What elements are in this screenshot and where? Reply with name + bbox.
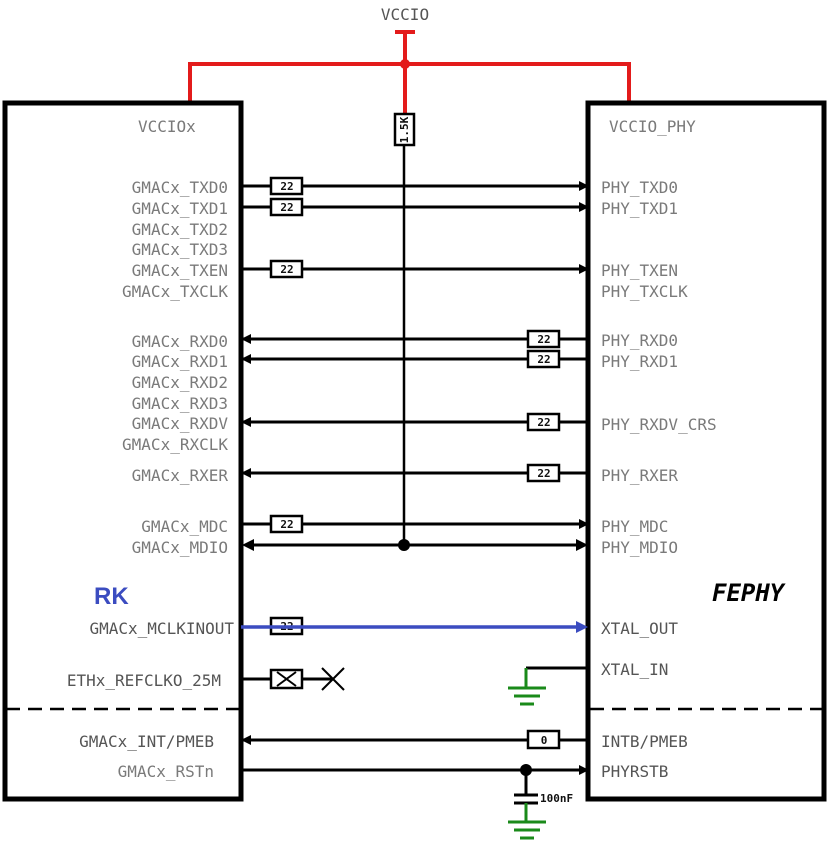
mdio-arrow-right	[576, 539, 588, 551]
phy-pin-txen: PHY_TXEN	[601, 261, 678, 280]
phy-pin-rxer: PHY_RXER	[601, 466, 678, 485]
xtal-in-ground	[508, 666, 588, 706]
rxd0-resistor: 22	[526, 329, 561, 349]
tx-signals: 22 22 22	[241, 176, 589, 279]
rk-pin-rxd3: GMACx_RXD3	[132, 394, 228, 413]
rk-pin-mdio: GMACx_MDIO	[132, 538, 228, 557]
rk-pin-rxer: GMACx_RXER	[132, 466, 229, 485]
mdio-arrow-left	[242, 539, 254, 551]
capacitor-value: 100nF	[540, 792, 573, 805]
phy-chip-box	[585, 100, 827, 802]
txen-resistor: 22	[269, 259, 304, 279]
svg-text:22: 22	[280, 263, 293, 276]
rk-pin-rxd0: GMACx_RXD0	[132, 332, 228, 351]
mdc-resistor: 22	[269, 514, 304, 534]
txd0-resistor: 22	[269, 176, 304, 196]
phy-pin-phyrstb: PHYRSTB	[601, 762, 668, 781]
svg-text:22: 22	[537, 353, 550, 366]
phy-pin-rxdv-crs: PHY_RXDV_CRS	[601, 415, 717, 434]
mclk-arrow	[576, 621, 588, 633]
phy-pin-mdc: PHY_MDC	[601, 517, 668, 536]
mdio-signals: 22	[241, 514, 589, 551]
phy-pin-txd0: PHY_TXD0	[601, 178, 678, 197]
svg-text:22: 22	[537, 333, 550, 346]
vccio-power-net: VCCIO	[188, 5, 631, 113]
reset-signal: 100nF	[241, 764, 589, 840]
refclko-noconnect	[241, 667, 345, 691]
phy-pin-xtal-in: XTAL_IN	[601, 660, 668, 679]
rk-pin-txd0: GMACx_TXD0	[132, 178, 228, 197]
int-signal: 0	[241, 729, 588, 750]
svg-text:22: 22	[280, 180, 293, 193]
rk-pin-txclk: GMACx_TXCLK	[122, 282, 228, 301]
rxdv-resistor: 22	[526, 412, 561, 432]
vccio-label: VCCIO	[381, 5, 429, 24]
phy-pin-xtal-out: XTAL_OUT	[601, 619, 678, 638]
rk-chip-name: RK	[94, 583, 129, 610]
txd1-resistor: 22	[269, 197, 304, 217]
pullup-value: 1.5K	[398, 116, 411, 143]
int-resistor: 0	[526, 729, 561, 750]
svg-text:22: 22	[537, 416, 550, 429]
phy-pin-mdio: PHY_MDIO	[601, 538, 678, 557]
rk-pin-mdc: GMACx_MDC	[141, 517, 228, 536]
reset-capacitor: 100nF	[514, 792, 573, 805]
rk-pin-txd1: GMACx_TXD1	[132, 199, 228, 218]
rk-pin-rstn: GMACx_RSTn	[118, 762, 214, 781]
rk-vcc-label: VCCIOx	[138, 117, 196, 136]
rk-pin-txen: GMACx_TXEN	[132, 261, 228, 280]
rx-signals: 22 22 22 22	[241, 329, 588, 483]
rk-chip-box	[2, 100, 244, 802]
reset-ground	[508, 820, 546, 840]
mclk-signal: 22	[241, 616, 588, 636]
rk-pin-txd3: GMACx_TXD3	[132, 240, 228, 259]
rk-pin-int-pmeb: GMACx_INT/PMEB	[79, 732, 214, 751]
phy-pin-txclk: PHY_TXCLK	[601, 282, 688, 301]
phy-pin-labels: PHY_TXD0 PHY_TXD1 PHY_TXEN PHY_TXCLK PHY…	[601, 178, 717, 781]
mdio-pullup-resistor: 1.5K	[393, 112, 416, 551]
phy-vcc-label: VCCIO_PHY	[609, 117, 696, 136]
svg-text:22: 22	[280, 518, 293, 531]
phy-pin-intb-pmeb: INTB/PMEB	[601, 732, 688, 751]
rk-pin-rxclk: GMACx_RXCLK	[122, 435, 228, 454]
rxd1-resistor: 22	[526, 349, 561, 369]
power-junction-dot	[400, 59, 410, 69]
rk-pin-labels: GMACx_TXD0 GMACx_TXD1 GMACx_TXD2 GMACx_T…	[67, 178, 234, 781]
rk-pin-mclkinout: GMACx_MCLKINOUT	[90, 619, 235, 638]
svg-text:22: 22	[537, 467, 550, 480]
phy-chip-name: FEPHY	[712, 579, 786, 607]
rk-pin-rxd2: GMACx_RXD2	[132, 373, 228, 392]
rk-pin-rxdv: GMACx_RXDV	[132, 414, 229, 433]
rk-pin-refclko: ETHx_REFCLKO_25M	[67, 671, 221, 690]
svg-text:0: 0	[541, 734, 548, 747]
phy-pin-rxd0: PHY_RXD0	[601, 331, 678, 350]
svg-text:22: 22	[280, 201, 293, 214]
rk-pin-txd2: GMACx_TXD2	[132, 220, 228, 239]
phy-pin-txd1: PHY_TXD1	[601, 199, 678, 218]
rxer-resistor: 22	[526, 463, 561, 483]
phy-pin-rxd1: PHY_RXD1	[601, 352, 678, 371]
rk-pin-rxd1: GMACx_RXD1	[132, 352, 228, 371]
